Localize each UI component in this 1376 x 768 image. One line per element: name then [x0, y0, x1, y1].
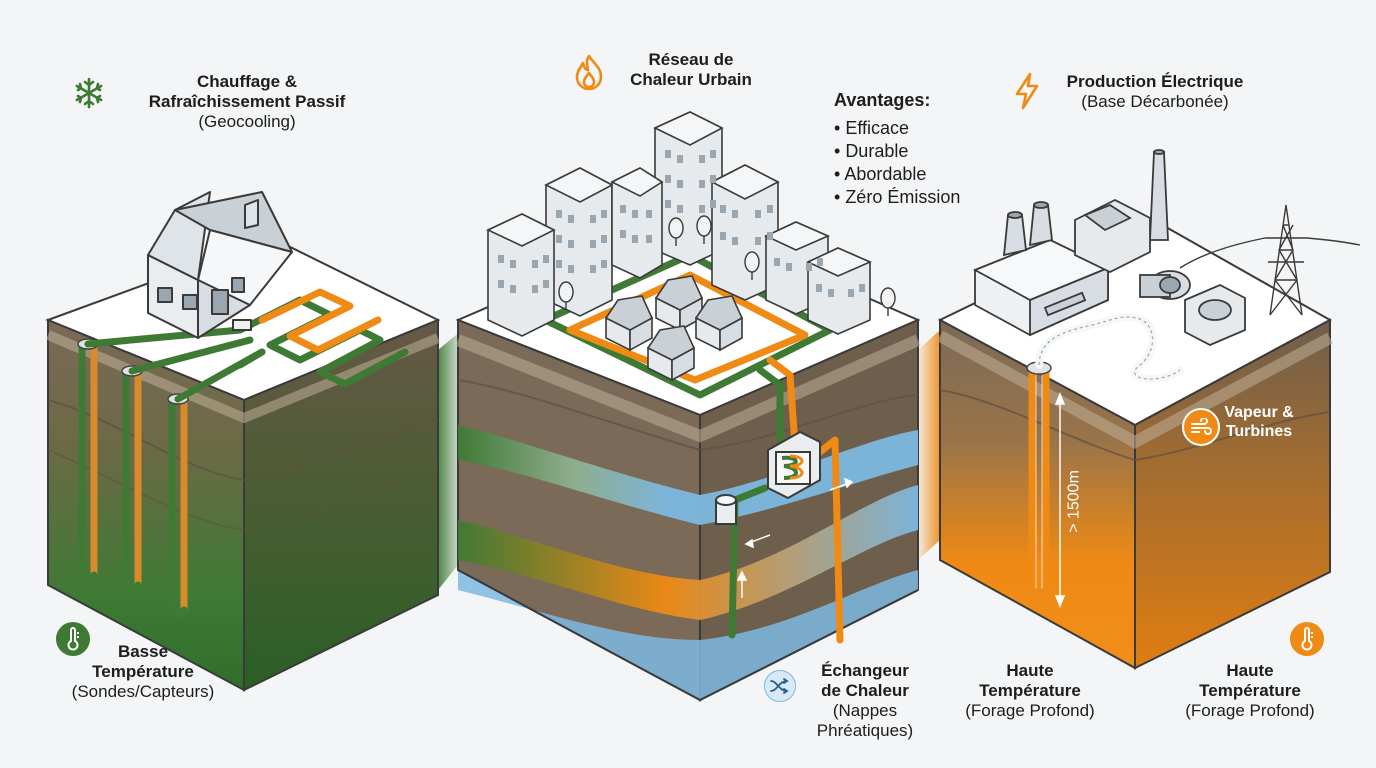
geocooling-footer: Basse Température (Sondes/Capteurs) [48, 642, 238, 702]
power-footer-right-sub: (Forage Profond) [1185, 701, 1315, 721]
power-subtitle: (Base Décarbonée) [1081, 92, 1229, 112]
power-footer-left-sub: (Forage Profond) [965, 701, 1095, 721]
snowflake-icon [72, 76, 106, 110]
power-footer-left: Haute Température (Forage Profond) [950, 661, 1110, 721]
power-footer-right-line2: Température [1199, 681, 1301, 701]
geocooling-title: Chauffage & Rafraîchissement Passif (Geo… [112, 72, 382, 132]
exchanger-footer-sub1: (Nappes [832, 701, 898, 721]
block-geocooling [45, 191, 441, 692]
thermometer-icon [1290, 622, 1324, 656]
steam-label: Vapeur & Turbines [1214, 404, 1304, 442]
flame-icon [572, 54, 606, 91]
connector-right [918, 330, 940, 560]
geocooling-title-line2: Rafraîchissement Passif [148, 92, 346, 112]
steam-label-line1: Vapeur & [1224, 404, 1294, 421]
exchanger-footer-sub2: Phréatiques) [816, 721, 914, 741]
advantages-list: Efficace Durable Abordable Zéro Émission [834, 117, 1014, 209]
wind-icon [1182, 408, 1220, 446]
advantages-box: Avantages: Efficace Durable Abordable Zé… [834, 90, 1014, 209]
connector-left [438, 330, 462, 590]
geocooling-footer-sub: (Sondes/Capteurs) [71, 682, 215, 702]
advantages-title: Avantages: [834, 90, 931, 110]
exchanger-footer-line1: Échangeur [821, 661, 909, 680]
block-district-heating [455, 111, 921, 702]
exchanger-footer: Échangeur de Chaleur (Nappes Phréatiques… [790, 661, 940, 741]
depth-label: > 1500m [1065, 470, 1083, 533]
exchange-icon [764, 670, 796, 702]
advantage-item: Abordable [834, 163, 1014, 186]
geocooling-subtitle: (Geocooling) [198, 112, 296, 132]
power-title-line1: Production Électrique [1066, 72, 1244, 91]
power-footer-left-line2: Température [979, 681, 1081, 701]
power-footer-right: Haute Température (Forage Profond) [1170, 661, 1330, 721]
geocooling-footer-line1: Basse [117, 642, 169, 661]
exchanger-footer-line2: de Chaleur [821, 681, 909, 701]
thermometer-icon [56, 622, 90, 656]
geocooling-title-line1: Chauffage & [196, 72, 298, 91]
advantage-item: Durable [834, 140, 1014, 163]
advantage-item: Zéro Émission [834, 186, 1014, 209]
block-power [937, 149, 1361, 670]
district-title-line2: Chaleur Urbain [630, 70, 752, 90]
steam-label-line2: Turbines [1225, 422, 1293, 440]
power-footer-right-line1: Haute [1226, 661, 1274, 680]
geocooling-footer-line2: Température [92, 662, 194, 682]
advantage-item: Efficace [834, 117, 1014, 140]
lightning-icon [1010, 72, 1044, 110]
power-footer-left-line1: Haute [1006, 661, 1054, 680]
power-title: Production Électrique (Base Décarbonée) [1040, 72, 1270, 112]
district-title: Réseau de Chaleur Urbain [606, 50, 776, 90]
district-title-line1: Réseau de [648, 50, 734, 69]
